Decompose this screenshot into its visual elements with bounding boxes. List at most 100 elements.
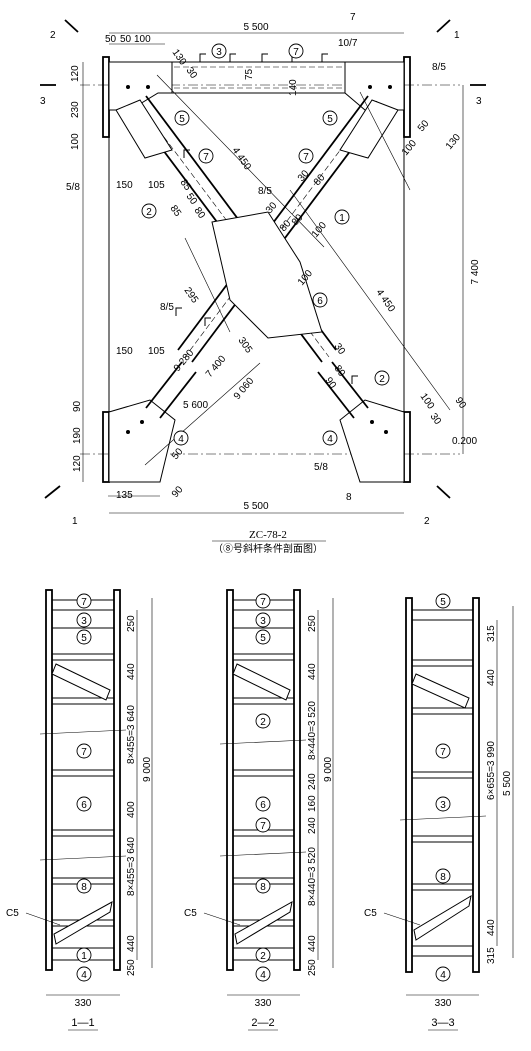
s2-dim-e: 160 — [307, 795, 318, 812]
s1-dim-d: 400 — [126, 801, 137, 818]
cut-mark-bl: 1 — [72, 516, 78, 527]
s2-label: 2—2 — [251, 1017, 274, 1029]
dim-mid-i: 30 — [332, 341, 348, 357]
elevation-mark: 0.200 — [452, 436, 477, 447]
s2-dim-g: 8×440=3 520 — [307, 847, 318, 906]
drawing-title: ZC-78-2 — [249, 529, 287, 541]
part-mark-7-top: 7 — [293, 47, 299, 58]
part-mark-5-left: 5 — [179, 114, 185, 125]
s2-mark-2: 2 — [260, 951, 266, 962]
s3-dim-a: 315 — [486, 625, 497, 642]
elevation-view — [40, 19, 486, 514]
s1-dim-e: 8×455=3 640 — [126, 837, 137, 896]
part-mark-4-right: 4 — [327, 434, 333, 445]
s1-dim-b: 440 — [126, 663, 137, 680]
s1-dim-width: 330 — [75, 998, 92, 1009]
s2-mark-2-top: 2 — [260, 717, 266, 728]
part-mark-2-right: 2 — [379, 374, 385, 385]
s3-mark-4: 4 — [440, 970, 446, 981]
dim-left-h: 80 — [192, 205, 208, 221]
s3-dim-width: 330 — [435, 998, 452, 1009]
cut-mark-tr: 1 — [454, 30, 460, 41]
s1-mark-7-top: 7 — [81, 597, 87, 608]
cut-mark-ml: 3 — [40, 96, 46, 107]
s1-label: 1—1 — [71, 1017, 94, 1029]
part-mark-3: 3 — [216, 47, 222, 58]
dim-bl-b: 105 — [148, 346, 165, 357]
s2-mark-7-top: 7 — [260, 597, 266, 608]
part-mark-2-left: 2 — [146, 207, 152, 218]
s1-mark-4: 4 — [81, 970, 87, 981]
s2-dim-c: 8×440=3 520 — [307, 701, 318, 760]
dim-right-b: 100 — [400, 138, 419, 158]
s3-mark-5: 5 — [440, 597, 446, 608]
s1-dim-c: 8×455=3 640 — [126, 705, 137, 764]
dim-mid-g: 295 — [182, 285, 201, 305]
weld-tag-h: 8 — [346, 492, 352, 503]
part-mark-1: 1 — [339, 213, 345, 224]
dim-bl-h: 90 — [170, 484, 186, 500]
dim-mid-j: 90 — [323, 375, 339, 391]
s2-dim-d: 240 — [307, 773, 318, 790]
dim-height: 7 400 — [470, 259, 481, 284]
s2-weld-c5: C5 — [184, 908, 197, 919]
dim-bl-a: 150 — [116, 346, 133, 357]
s1-mark-8: 8 — [81, 882, 87, 893]
dim-right-c: 130 — [444, 132, 463, 152]
dim-right-d: 100 — [418, 391, 437, 411]
weld-tag-b: 10/7 — [338, 38, 358, 49]
s1-weld-c5: C5 — [6, 908, 19, 919]
dim-diag-b: 7 400 — [204, 353, 229, 380]
s3-dim-d: 440 — [486, 919, 497, 936]
s1-mark-7: 7 — [81, 747, 87, 758]
s2-dim-h: 440 — [307, 935, 318, 952]
s3-dim-total: 5 500 — [502, 771, 513, 796]
weld-tag-d: 5/8 — [66, 182, 80, 193]
dim-top-e: 30 — [184, 65, 200, 81]
s3-mark-3: 3 — [440, 800, 446, 811]
dim-top-f: 75 — [244, 68, 255, 80]
s2-dim-total: 9 000 — [323, 757, 334, 782]
weld-tag-e: 8/5 — [258, 186, 272, 197]
dim-left-a: 120 — [70, 65, 81, 82]
dim-left-i: 85 — [168, 203, 184, 219]
dim-bl-g: 50 — [170, 446, 186, 462]
s3-dim-c: 6×655=3 990 — [486, 741, 497, 800]
dim-brace-right: 4 450 — [374, 287, 398, 314]
dim-top-b: 50 — [120, 34, 132, 45]
s2-mark-7: 7 — [260, 821, 266, 832]
s2-dim-width: 330 — [255, 998, 272, 1009]
s2-mark-4: 4 — [260, 970, 266, 981]
dim-bottom-width: 5 500 — [243, 501, 268, 512]
dim-bl-e: 120 — [72, 455, 83, 472]
dim-top-a: 50 — [105, 34, 117, 45]
dim-top-width: 5 500 — [243, 22, 268, 33]
s3-mark-7: 7 — [440, 747, 446, 758]
dim-diag-c: 5 600 — [183, 400, 208, 411]
weld-tag-g: 5/8 — [314, 462, 328, 473]
s1-mark-1: 1 — [81, 951, 87, 962]
dim-left-c: 100 — [70, 133, 81, 150]
cut-mark-tl: 2 — [50, 30, 56, 41]
dim-diag-d: 9 060 — [232, 375, 257, 402]
s2-dim-f: 240 — [307, 817, 318, 834]
cut-mark-mr: 3 — [476, 96, 482, 107]
dim-top-c: 100 — [134, 34, 151, 45]
dim-brace-upper: 4 450 — [230, 145, 254, 172]
dim-left-f: 85 — [178, 177, 194, 193]
weld-tag-c: 8/5 — [432, 62, 446, 73]
s2-dim-a: 250 — [307, 615, 318, 632]
s2-dim-i: 250 — [307, 959, 318, 976]
dim-left-e: 105 — [148, 180, 165, 191]
cut-mark-br: 2 — [424, 516, 430, 527]
s2-mark-3: 3 — [260, 616, 266, 627]
s1-dim-a: 250 — [126, 615, 137, 632]
s2-dim-b: 440 — [307, 663, 318, 680]
s2-mark-8: 8 — [260, 882, 266, 893]
part-mark-6: 6 — [317, 296, 323, 307]
dim-bl-c: 90 — [72, 400, 83, 412]
dim-mid-a: 30 — [296, 168, 312, 184]
s3-dim-e: 315 — [486, 947, 497, 964]
drawing-subtitle: （⑧号斜杆条件剖面图） — [213, 542, 323, 555]
s1-dim-f: 440 — [126, 935, 137, 952]
